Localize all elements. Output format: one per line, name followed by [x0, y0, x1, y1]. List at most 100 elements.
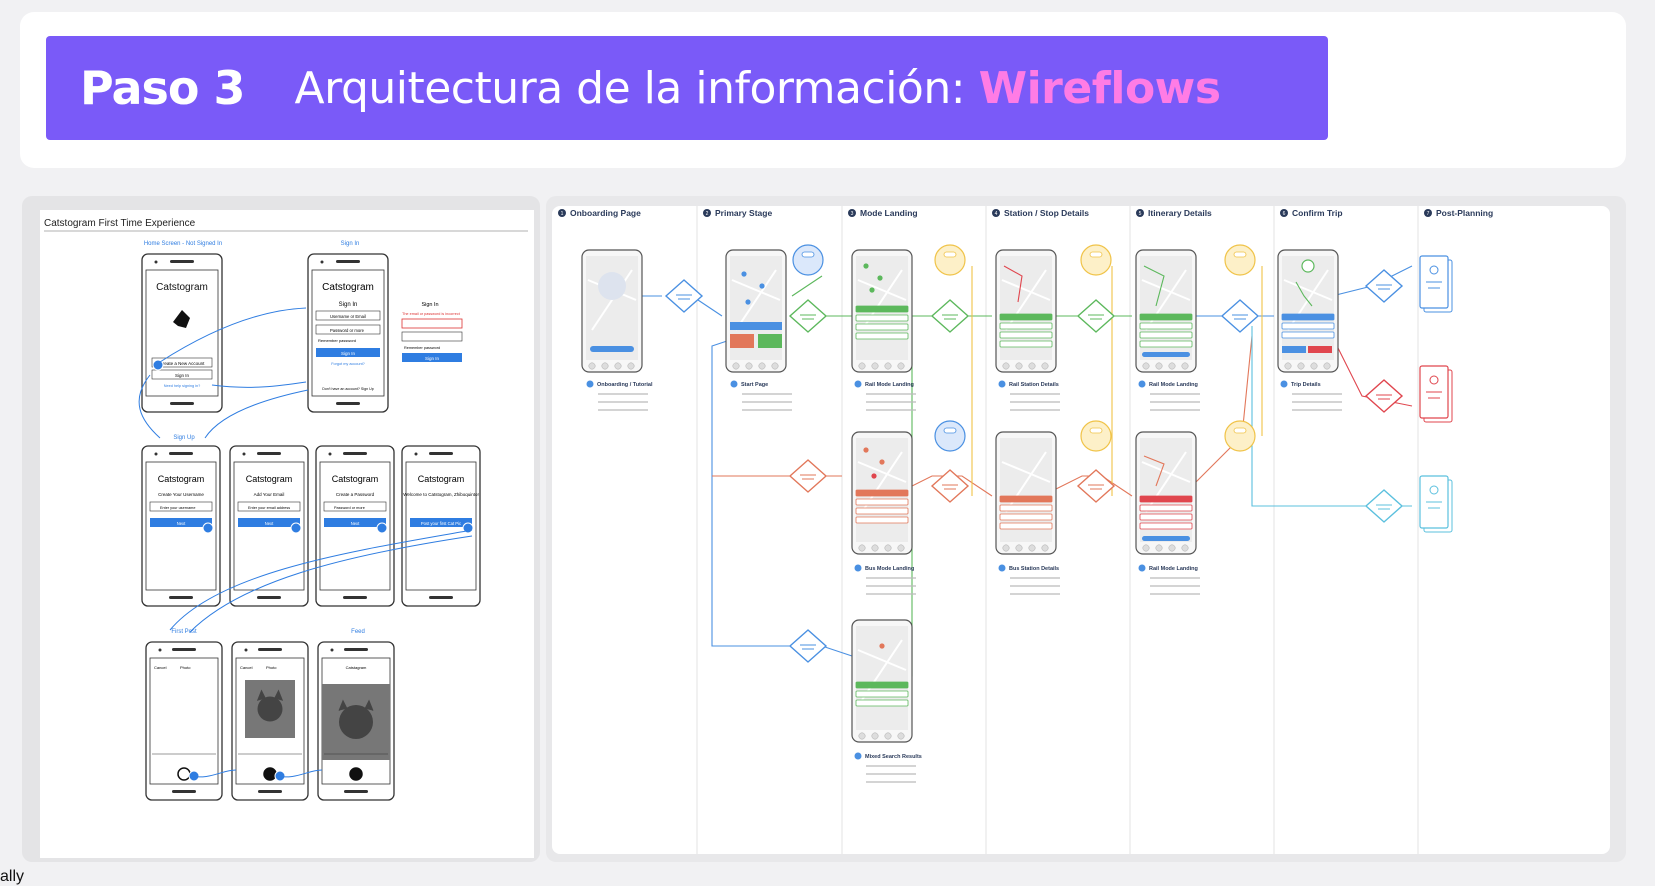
error-signin-button — [402, 353, 462, 362]
bottom-nav-dot — [1284, 362, 1292, 370]
step-label: Paso 3 — [80, 61, 246, 115]
map-pin-icon — [879, 459, 885, 465]
tap-hand-icon — [188, 770, 200, 782]
map-pin-icon — [863, 263, 869, 269]
signin-label: Sign In — [175, 373, 190, 378]
app-name: Catstogram — [246, 474, 293, 484]
map-pin-icon — [745, 299, 751, 305]
bottom-nav-dot — [1168, 544, 1176, 552]
decision-confirm — [1220, 299, 1260, 333]
column-number: 4 — [995, 211, 998, 217]
result-row — [999, 504, 1053, 512]
forgot-link: Need help signing in? — [164, 384, 201, 388]
phone-home-bar — [172, 790, 196, 793]
bottom-nav-dot — [1015, 544, 1023, 552]
error-password-field — [401, 331, 463, 342]
toggle-icon — [1089, 251, 1103, 258]
result-row — [999, 340, 1053, 348]
column-number: 3 — [851, 211, 854, 217]
signin-button — [151, 369, 213, 380]
toggle-icon — [943, 251, 957, 258]
post-cancel: Cancel — [240, 665, 253, 670]
flow-post-2-3 — [275, 769, 323, 778]
remember-check: Remember password — [318, 338, 356, 343]
signup-next-label: Next — [265, 521, 274, 526]
column-number: 1 — [561, 211, 564, 217]
decision-itinerary-bus — [1076, 469, 1116, 503]
column-header-5: Itinerary Details — [1148, 208, 1212, 218]
flow-connector — [1251, 326, 1412, 507]
phone-home-bar — [170, 402, 194, 405]
error-signin-label: Sign In — [425, 356, 440, 361]
bottom-nav-dot — [884, 732, 892, 740]
bottom-nav-dot — [627, 362, 635, 370]
bottom-nav-dot — [758, 362, 766, 370]
phone-camera — [328, 452, 332, 456]
bottom-nav-dot — [884, 544, 892, 552]
phone-speaker — [344, 648, 368, 651]
error-remember: Remember password — [404, 346, 440, 350]
bottom-nav-dot — [732, 362, 740, 370]
bottom-nav-dot — [601, 362, 609, 370]
post-card-icon — [1429, 375, 1439, 385]
flow-connector — [1143, 455, 1165, 487]
shutter-button-icon — [263, 767, 277, 781]
password-field — [315, 324, 381, 335]
phone-screen — [149, 657, 219, 785]
phone-home-bar — [258, 790, 282, 793]
toggle-icon — [1233, 427, 1247, 434]
no-account-text: Don't have an account? Sign Up — [322, 387, 373, 391]
flow-connector — [1003, 265, 1023, 303]
screen-caption: Onboarding / Tutorial — [597, 382, 653, 388]
bottom-nav-dot — [871, 362, 879, 370]
map-road — [1283, 279, 1333, 301]
onboarding-cta — [590, 346, 634, 352]
signin-submit-button — [316, 348, 380, 357]
map-road — [1141, 461, 1191, 483]
app-name: Catstogram — [156, 282, 208, 293]
result-row — [999, 513, 1053, 521]
bottom-nav-dot — [1002, 544, 1010, 552]
caption-marker — [586, 380, 594, 388]
map-pin-icon — [879, 643, 885, 649]
password-placeholder: Password or more — [330, 328, 365, 333]
signup-field-placeholder: Enter your email address — [248, 506, 290, 510]
map-pin-icon — [741, 271, 747, 277]
result-row — [855, 314, 909, 322]
column-number-badge — [558, 209, 566, 217]
caption-marker — [854, 752, 862, 760]
column-header-1: Onboarding Page — [570, 208, 641, 218]
decision-bus-station — [930, 469, 970, 503]
phone-speaker — [169, 452, 193, 455]
result-row — [999, 331, 1053, 339]
cat-photo-head — [339, 705, 373, 739]
result-row — [999, 495, 1053, 503]
signup-heading: Create a Password — [336, 492, 375, 497]
result-row — [855, 681, 909, 689]
shutter-button-icon — [177, 767, 191, 781]
decision-post-3 — [1364, 489, 1404, 523]
flow-welcome-to-post — [169, 529, 473, 631]
phone-speaker — [172, 648, 196, 651]
phone-camera — [320, 260, 324, 264]
tap-hand-icon — [202, 522, 214, 534]
phone-home-bar — [336, 402, 360, 405]
caption-marker — [1138, 564, 1146, 572]
result-row — [855, 516, 909, 524]
phone-home-bar — [343, 596, 367, 599]
bottom-nav-dot — [1142, 544, 1150, 552]
yellow-bubble-4 — [1224, 244, 1256, 276]
map-road — [731, 279, 781, 301]
check-icon — [1301, 259, 1315, 273]
result-row — [1281, 322, 1335, 330]
itinerary-cta — [1142, 352, 1190, 357]
phone-trip-details — [1277, 249, 1339, 373]
phone-rail-station — [995, 249, 1057, 373]
map-pin-icon — [871, 473, 877, 479]
column-number-badge — [1280, 209, 1288, 217]
signup-heading: Create Your Username — [158, 492, 204, 497]
phone-camera — [330, 648, 334, 652]
shutter-button-icon — [349, 767, 363, 781]
